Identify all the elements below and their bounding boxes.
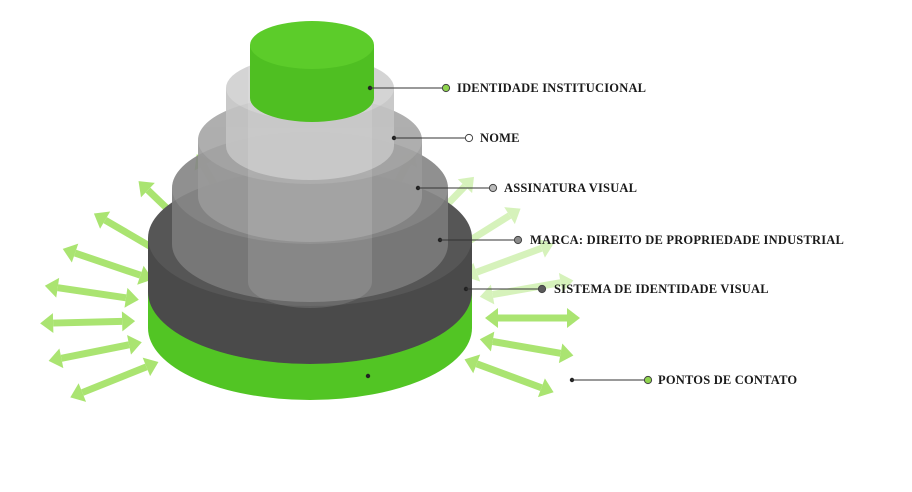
radiating-arrow [485, 308, 580, 328]
radiating-arrow [44, 277, 139, 308]
leader-nome [391, 133, 474, 143]
label-marca: MARCA: DIREITO DE PROPRIEDADE INDUSTRIAL [530, 233, 845, 247]
radiating-arrow [62, 243, 153, 285]
leader-identidade [367, 83, 451, 93]
layer-identidade-institucional [250, 21, 374, 122]
leader-assinatura [415, 183, 498, 193]
radiating-arrow [70, 357, 159, 402]
radiating-arrow [40, 311, 136, 334]
radiating-arrow [464, 354, 554, 398]
label-nome: NOME [480, 131, 520, 145]
label-identidade-institucional: IDENTIDADE INSTITUCIONAL [457, 81, 647, 95]
leader-sistema [463, 284, 547, 294]
leader-marca [437, 235, 523, 245]
radiating-arrow [48, 334, 142, 369]
label-sistema-de-identidade-visual: SISTEMA DE IDENTIDADE VISUAL [554, 282, 769, 296]
radiating-arrow [479, 331, 574, 364]
leader-pontos [365, 373, 653, 385]
label-assinatura-visual: ASSINATURA VISUAL [504, 181, 638, 195]
label-pontos-de-contato: PONTOS DE CONTATO [658, 373, 798, 387]
